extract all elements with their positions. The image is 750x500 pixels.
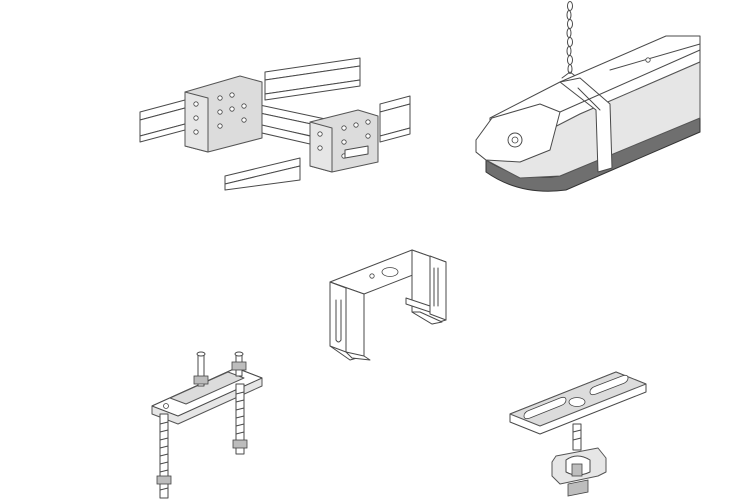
threaded-rod-clamp-icon bbox=[151, 351, 263, 499]
cable-tray-splice-connector-icon bbox=[139, 57, 411, 191]
suspended-linear-light-fixture-icon bbox=[475, 1, 701, 192]
tray-hanger-bracket-icon bbox=[329, 249, 447, 361]
slotted-plate-swivel-clamp-icon bbox=[509, 371, 647, 497]
